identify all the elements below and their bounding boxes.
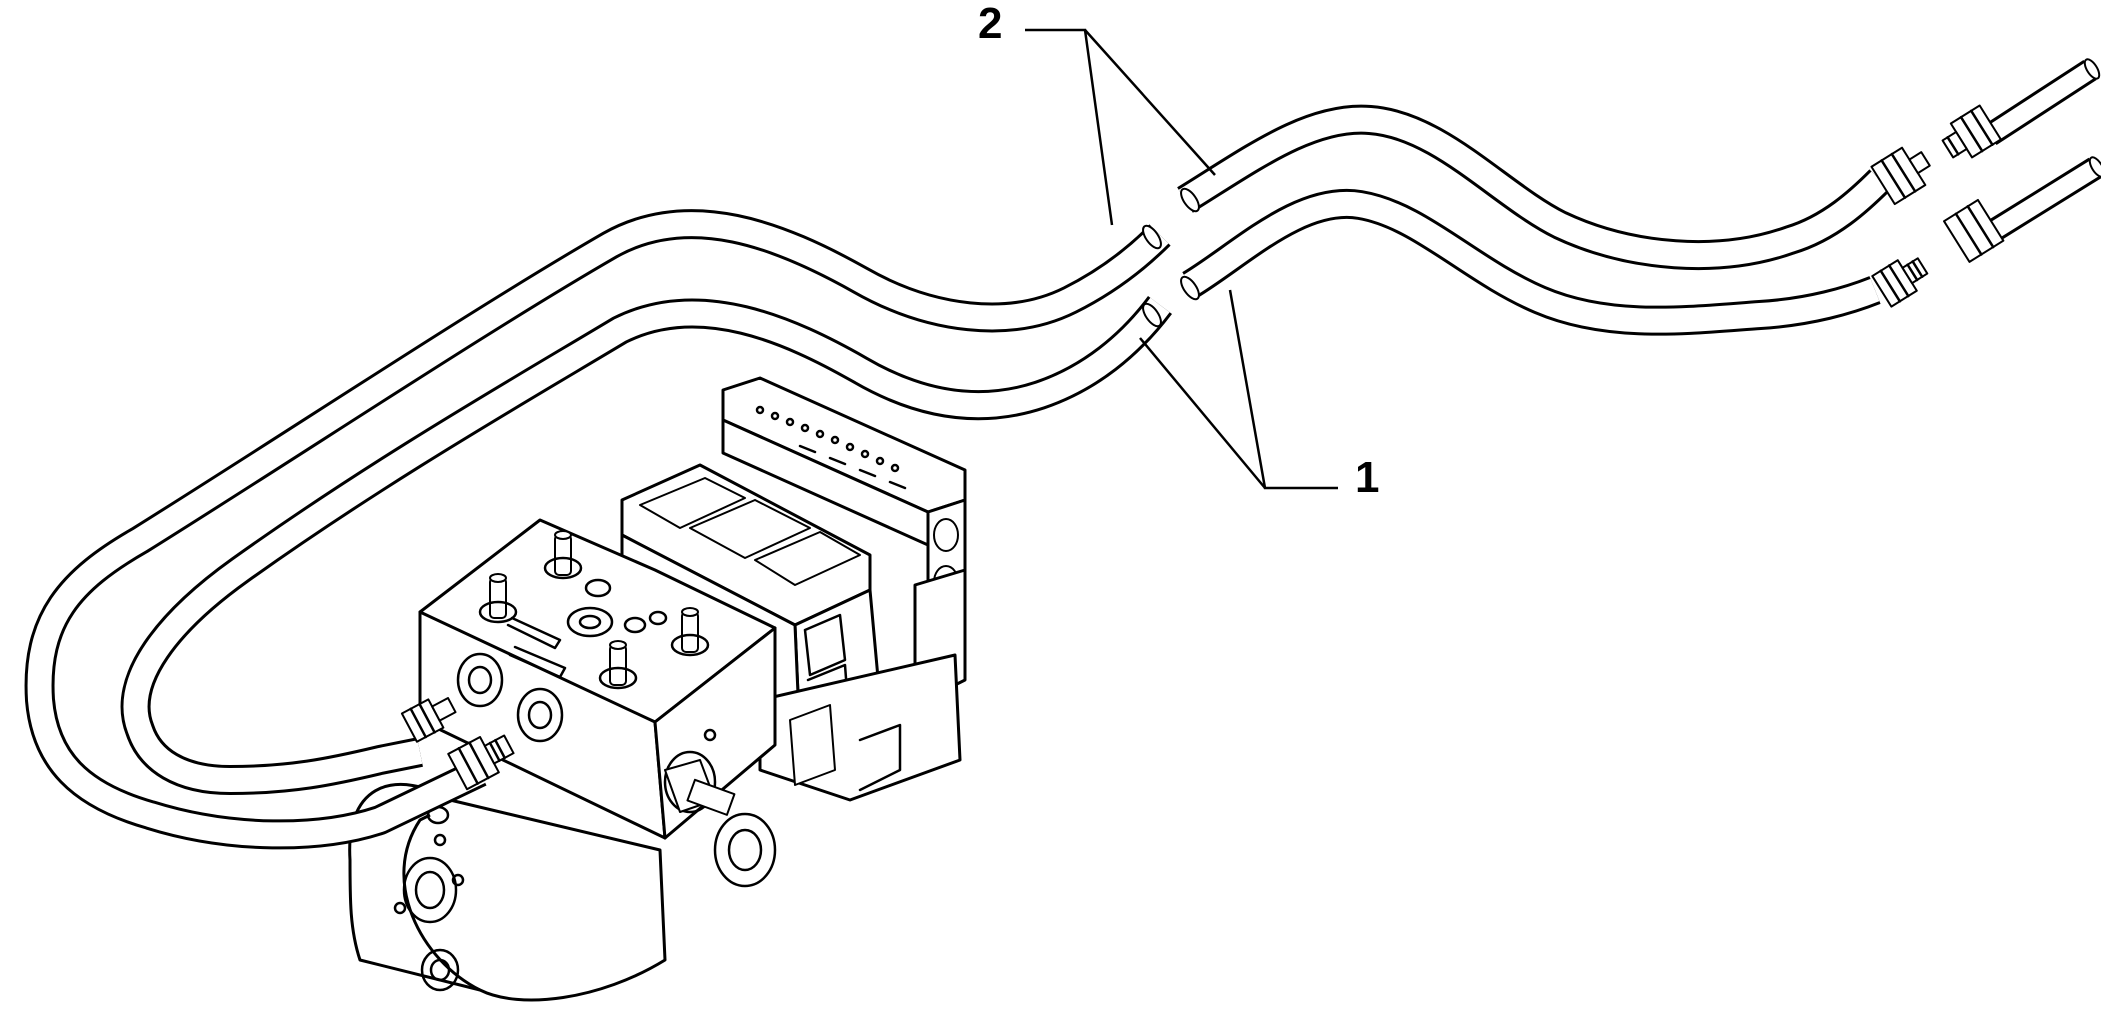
callout-2-label: 2	[978, 0, 1002, 48]
callout-1-label: 1	[1355, 453, 1379, 502]
far-end-fittings	[1870, 146, 1931, 308]
connecting-pipe-upper	[1941, 58, 2101, 159]
pipe-2	[24, 104, 1891, 850]
pipe-1	[120, 188, 1881, 795]
abs-pump-motor	[348, 783, 667, 1002]
connecting-pipe-lower	[1943, 156, 2101, 263]
abs-valve-block	[418, 518, 777, 918]
pipe-break-marks	[1142, 187, 1200, 328]
abs-end-fittings	[400, 697, 515, 791]
abs-hydraulic-unit	[348, 376, 967, 1002]
callout-2: 2	[978, 0, 1216, 226]
callout-1: 1	[1139, 289, 1379, 502]
